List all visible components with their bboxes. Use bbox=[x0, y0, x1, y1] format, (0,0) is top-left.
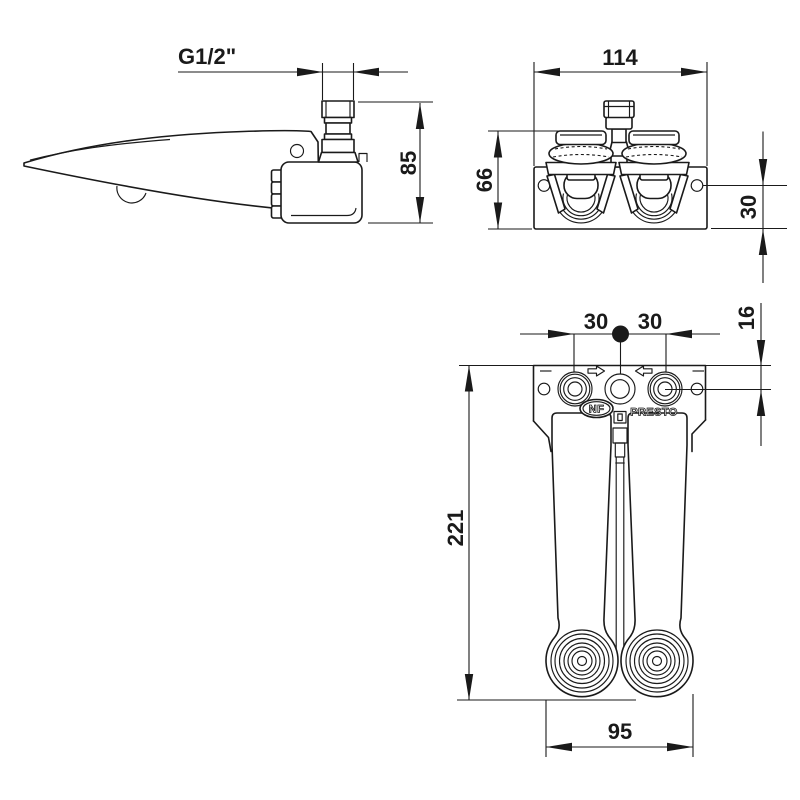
nf-logo-text: NF bbox=[589, 404, 604, 416]
dim-30-30: 30 30 bbox=[520, 309, 720, 374]
flow-arrow-right-icon bbox=[587, 365, 606, 377]
plan-view: NF PRESTO bbox=[532, 364, 707, 698]
port-center bbox=[604, 373, 636, 405]
blade-bump bbox=[116, 185, 147, 204]
dim-30-left-label: 30 bbox=[584, 309, 608, 334]
pivot-hole bbox=[289, 143, 305, 159]
datum-dot bbox=[612, 325, 629, 343]
side-view bbox=[23, 100, 368, 224]
dim-30-right-label: 30 bbox=[638, 309, 662, 334]
dim-85-label: 85 bbox=[396, 151, 421, 175]
dim-thread-label: G1/2" bbox=[178, 44, 236, 69]
flow-arrow-left-icon bbox=[634, 365, 653, 377]
dim-221-label: 221 bbox=[443, 510, 468, 547]
dim-66-label: 66 bbox=[472, 168, 497, 192]
plate-hole-left bbox=[537, 382, 551, 396]
pedal-blade-side bbox=[23, 129, 320, 212]
dim-thread: G1/2" bbox=[178, 44, 408, 100]
valve-body-step bbox=[358, 152, 368, 162]
dim-30-front-label: 30 bbox=[736, 195, 761, 219]
port-left bbox=[557, 371, 593, 407]
valve-body-side bbox=[280, 161, 363, 224]
presto-logo-text: PRESTO bbox=[630, 407, 677, 419]
dim-30-front: 30 bbox=[702, 131, 787, 283]
dim-95: 95 bbox=[545, 694, 694, 757]
dim-114-label: 114 bbox=[602, 45, 638, 70]
dim-114: 114 bbox=[533, 45, 708, 166]
center-strip bbox=[612, 410, 628, 650]
dimensions: G1/2" 85 114 66 30 bbox=[178, 44, 787, 757]
dim-66: 66 bbox=[472, 130, 584, 230]
inlet-pipe-side bbox=[317, 100, 359, 163]
base-plate-tab-right bbox=[691, 419, 707, 453]
valve-body-inner-line bbox=[291, 207, 357, 217]
pedal-left-plan bbox=[545, 412, 619, 698]
nf-logo-oval bbox=[579, 398, 614, 419]
dim-85: 85 bbox=[358, 101, 433, 224]
base-plate-tab-left bbox=[532, 420, 552, 453]
front-view bbox=[533, 100, 708, 230]
nf-logo-inner-oval bbox=[582, 401, 611, 416]
pedal-right-plan bbox=[620, 412, 694, 698]
dim-16-label: 16 bbox=[734, 306, 759, 330]
blade-edge-line bbox=[29, 138, 171, 161]
dim-95-label: 95 bbox=[608, 719, 632, 744]
inlet-pipe-front bbox=[603, 100, 635, 168]
dim-16: 16 bbox=[665, 303, 771, 446]
